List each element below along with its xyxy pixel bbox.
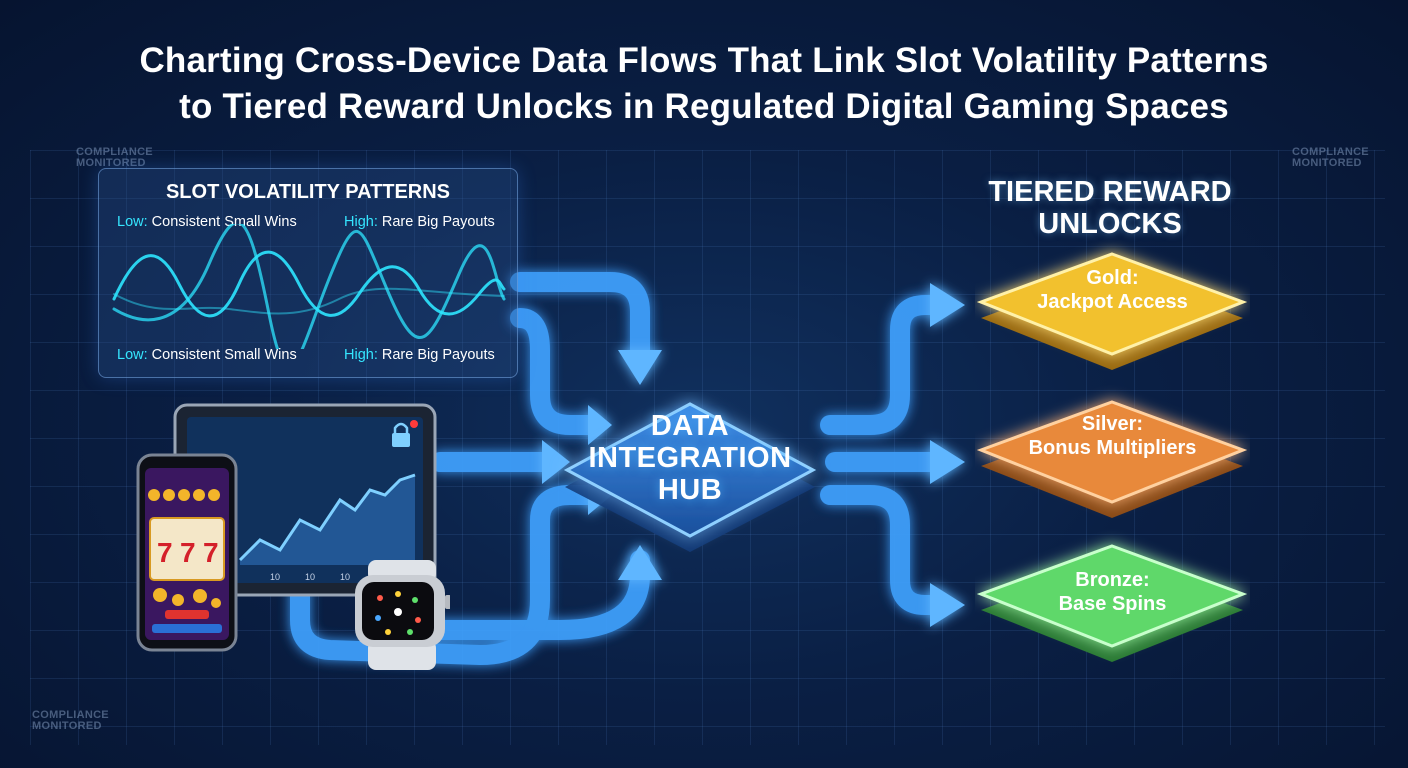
flow-volatility-to-hub-top bbox=[510, 272, 650, 362]
watch-face-icon bbox=[375, 591, 421, 635]
tier-gold bbox=[976, 252, 1248, 370]
arrowhead-hub-top bbox=[618, 350, 662, 385]
phone-device: 7 7 7 bbox=[136, 453, 238, 652]
volatility-high-label-top: High: Rare Big Payouts bbox=[344, 214, 495, 230]
tablet-axis-tick-2: 10 bbox=[305, 572, 315, 582]
tier-silver bbox=[976, 400, 1248, 518]
arrowhead-watch bbox=[618, 545, 662, 580]
hub-label: DATA INTEGRATION HUB bbox=[570, 410, 810, 506]
compliance-label-top-left: COMPLIANCE MONITORED bbox=[76, 146, 153, 169]
notification-dot-icon bbox=[410, 420, 418, 428]
tier-silver-desc: Bonus Multipliers bbox=[1028, 437, 1197, 459]
arrowhead-hub-side bbox=[588, 405, 612, 445]
reel-2: 7 bbox=[180, 537, 196, 568]
compliance-label-bottom-left: COMPLIANCE MONITORED bbox=[32, 709, 109, 732]
rewards-title: TIERED REWARD UNLOCKS bbox=[960, 176, 1260, 240]
arrowhead-gold bbox=[930, 283, 965, 327]
page-title: Charting Cross-Device Data Flows That Li… bbox=[0, 38, 1408, 130]
volatility-wave-low bbox=[112, 250, 506, 318]
tablet-chart-line bbox=[238, 473, 416, 562]
flow-hub-to-gold bbox=[820, 295, 945, 435]
hub-label-line-3: HUB bbox=[657, 474, 723, 506]
arrowhead-silver bbox=[930, 440, 965, 484]
rewards-title-line-2: UNLOCKS bbox=[1038, 208, 1182, 240]
volatility-high-label-bottom: High: Rare Big Payouts bbox=[344, 347, 495, 363]
volatility-title: SLOT VOLATILITY PATTERNS bbox=[165, 181, 451, 203]
tier-silver-label: Silver: Bonus Multipliers bbox=[985, 412, 1240, 460]
page-title-line-2: to Tiered Reward Unlocks in Regulated Di… bbox=[179, 87, 1229, 126]
volatility-wave-mid bbox=[113, 287, 505, 315]
tablet-axis-tick-1: 10 bbox=[270, 572, 280, 582]
tier-bronze-label: Bronze: Base Spins bbox=[985, 568, 1240, 616]
arrowhead-bronze bbox=[930, 583, 965, 627]
tier-bronze-name: Bronze: bbox=[1075, 569, 1150, 591]
arrowhead-tablet bbox=[542, 440, 570, 484]
tier-gold-desc: Jackpot Access bbox=[1037, 291, 1188, 313]
volatility-panel: SLOT VOLATILITY PATTERNS Low: Consistent… bbox=[98, 168, 518, 378]
hub-label-line-1: DATA bbox=[650, 410, 730, 442]
rewards-title-line-1: TIERED REWARD bbox=[988, 176, 1232, 208]
data-integration-hub bbox=[563, 402, 817, 552]
watch-device bbox=[355, 560, 450, 670]
flow-volatility-to-hub-side bbox=[510, 308, 600, 435]
reel-1: 7 bbox=[157, 537, 173, 568]
volatility-low-label-bottom: Low: Consistent Small Wins bbox=[117, 347, 297, 363]
coin-pile-icon bbox=[153, 588, 221, 608]
flow-hub-to-bronze bbox=[820, 485, 945, 615]
reel-3: 7 bbox=[203, 537, 219, 568]
tier-bronze bbox=[976, 544, 1248, 662]
coin-row-icon bbox=[148, 489, 220, 501]
slot-reels bbox=[149, 517, 225, 581]
tablet-device: 10 10 10 bbox=[173, 403, 437, 597]
volatility-low-label-top: Low: Consistent Small Wins bbox=[117, 214, 297, 230]
lock-icon bbox=[392, 420, 418, 447]
flow-watch-to-hub bbox=[420, 550, 650, 640]
reward-tiers bbox=[976, 252, 1248, 662]
tier-silver-name: Silver: bbox=[1081, 413, 1144, 435]
tier-gold-name: Gold: bbox=[1086, 267, 1139, 289]
volatility-wave-high bbox=[112, 224, 506, 349]
hub-label-line-2: INTEGRATION bbox=[588, 442, 792, 474]
volatility-wave-chart bbox=[112, 224, 506, 349]
compliance-label-top-right: COMPLIANCE MONITORED bbox=[1292, 146, 1369, 169]
page-title-line-1: Charting Cross-Device Data Flows That Li… bbox=[139, 41, 1269, 80]
flow-phone-to-hub bbox=[290, 485, 600, 665]
tablet-axis-tick-3: 10 bbox=[340, 572, 350, 582]
tier-bronze-desc: Base Spins bbox=[1058, 593, 1167, 615]
watch-crown-icon bbox=[445, 595, 450, 609]
tier-gold-label: Gold: Jackpot Access bbox=[985, 266, 1240, 314]
devices-group: 10 10 10 7 7 7 bbox=[136, 403, 450, 670]
